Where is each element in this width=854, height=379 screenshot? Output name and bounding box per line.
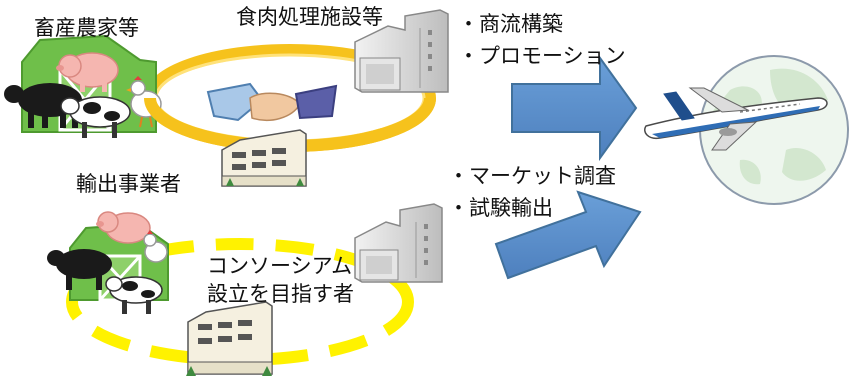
globe-icon (699, 55, 849, 205)
consortium-label-line1: コンソーシアム (207, 254, 353, 278)
activity-upper-2: ・プロモーション (458, 44, 626, 68)
office-building-icon (221, 129, 307, 187)
meat-processing-label: 食肉処理施設等 (236, 5, 383, 29)
cow-icon (105, 276, 163, 314)
cow-icon (60, 96, 131, 138)
pig-icon (56, 52, 119, 92)
consortium-label-line2: 設立を目指す者 (207, 282, 354, 306)
activity-upper-1: ・商流構築 (458, 12, 563, 36)
lower-arrow (494, 190, 642, 280)
activity-lower-1: ・マーケット調査 (448, 164, 616, 188)
upper-arrow (511, 54, 638, 162)
airplane-icon (644, 87, 828, 151)
pig-icon (96, 211, 151, 244)
factory-icon (354, 203, 443, 283)
factory-icon (354, 9, 449, 93)
activity-lower-2: ・試験輸出 (448, 196, 553, 220)
chicken-icon (143, 230, 168, 263)
office-building-icon (186, 301, 273, 376)
handshake-icon (206, 82, 338, 122)
exporters-label: 輸出事業者 (76, 172, 181, 196)
cow-icon (47, 249, 112, 290)
livestock-farmers-label: 畜産農家等 (34, 16, 139, 40)
